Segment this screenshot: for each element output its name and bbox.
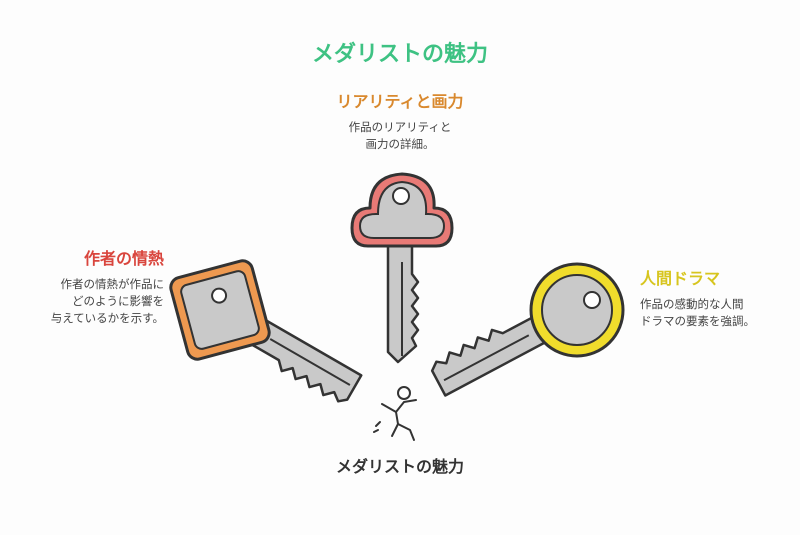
heading-reality: リアリティと画力 [336,92,464,111]
cloud-head-key-icon [350,172,454,364]
description-drama: 作品の感動的な人間 ドラマの要素を強調。 [640,297,755,328]
skater-figure-icon [373,386,417,441]
heading-drama: 人間ドラマ [640,269,721,288]
heading-passion: 作者の情熱 [83,249,164,268]
diamond-head-key-icon [169,259,363,403]
description-reality: 作品のリアリティと 画力の詳細。 [348,120,452,151]
round-head-key-icon [430,262,625,397]
center-label: メダリストの魅力 [335,457,464,476]
diagram-title: メダリストの魅力 [311,42,488,67]
description-passion: 作者の情熱が作品に どのように影響を 与えているかを示す。 [50,277,164,325]
